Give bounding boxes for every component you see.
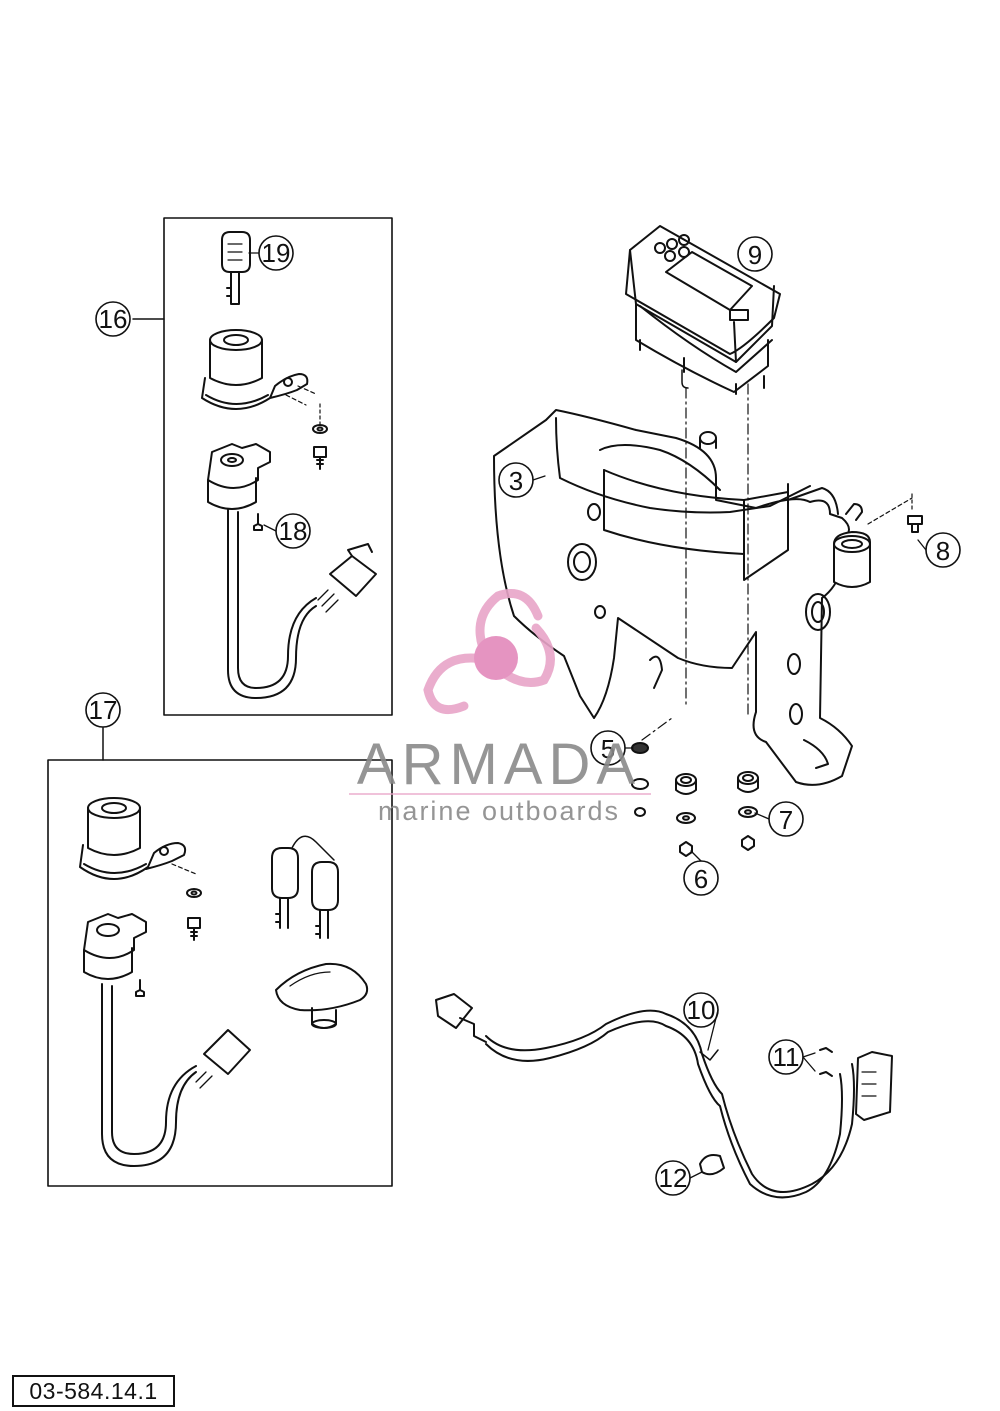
ignition-switch-drawing bbox=[207, 443, 377, 699]
propeller-hub bbox=[474, 636, 518, 680]
ignition-lock-drawing-17 bbox=[79, 797, 202, 941]
instrument-cluster-drawing bbox=[625, 225, 781, 395]
callout-8: 8 bbox=[936, 536, 950, 566]
tank-cap-drawing bbox=[275, 962, 369, 1029]
watermark-brand: ARMADA bbox=[357, 732, 641, 797]
callout-10: 10 bbox=[687, 995, 716, 1025]
callout-17: 17 bbox=[89, 695, 118, 725]
callout-11: 11 bbox=[773, 1042, 800, 1072]
callout-7: 7 bbox=[779, 805, 793, 835]
callout-18: 18 bbox=[279, 516, 308, 546]
watermark-tagline: marine outboards bbox=[378, 796, 620, 826]
fasteners-drawing bbox=[631, 742, 759, 857]
callout-9: 9 bbox=[748, 240, 762, 270]
leader-lines bbox=[248, 252, 927, 1179]
keys-pair-drawing bbox=[271, 835, 339, 939]
wiring-harness-drawing bbox=[435, 993, 893, 1199]
ignition-switch-drawing-17 bbox=[83, 913, 251, 1167]
key-drawing-19 bbox=[221, 231, 251, 305]
callout-19: 19 bbox=[262, 238, 291, 268]
callout-numbers: 19 16 18 17 9 3 8 5 7 6 10 11 12 bbox=[89, 238, 951, 1193]
propeller-logo bbox=[423, 589, 555, 714]
callout-6: 6 bbox=[694, 864, 708, 894]
callout-3: 3 bbox=[509, 466, 523, 496]
ignition-lock-drawing bbox=[201, 329, 328, 470]
group-box-17 bbox=[47, 759, 393, 1187]
watermark: ARMADA marine outboards bbox=[349, 589, 651, 826]
callout-12: 12 bbox=[659, 1163, 688, 1193]
group-box-16 bbox=[163, 217, 393, 716]
callout-5: 5 bbox=[601, 734, 615, 764]
instrument-bracket-drawing bbox=[493, 409, 923, 786]
mounting-lines bbox=[641, 383, 749, 741]
callout-circles bbox=[85, 235, 961, 1196]
callout-16: 16 bbox=[99, 304, 128, 334]
drawing-code-label: 03-584.14.1 bbox=[12, 1375, 175, 1407]
